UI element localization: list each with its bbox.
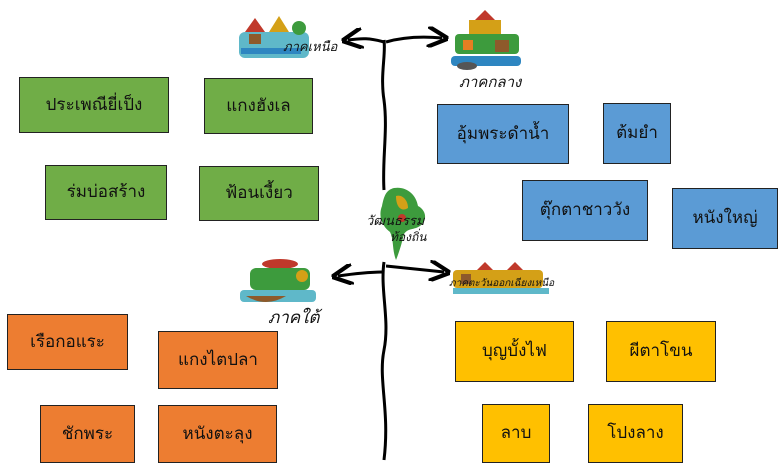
card-central-1: อุ้มพระดำน้ำ: [437, 104, 569, 164]
northeast-illustration: ภาคตะวันออกเฉียงเหนือ: [447, 262, 567, 302]
trunk-top: [381, 39, 387, 191]
card-south-3: ชักพระ: [40, 405, 135, 463]
card-northeast-2: ผีตาโขน: [606, 321, 716, 382]
trunk-bottom: [380, 261, 388, 461]
card-northeast-1: บุญบั้งไฟ: [455, 321, 574, 382]
center-label-line1: วัฒนธรรม: [366, 214, 425, 229]
card-north-1: ประเพณียี่เป็ง: [19, 77, 169, 133]
center-map-illustration: วัฒนธรรม ท้องถิ่น: [362, 186, 454, 266]
card-north-3: ร่มบ่อสร้าง: [45, 165, 167, 220]
card-central-3: ตุ๊กตาชาววัง: [522, 180, 648, 241]
card-northeast-4: โปงลาง: [588, 404, 683, 463]
card-north-2: แกงฮังเล: [204, 78, 313, 134]
north-label: ภาคเหนือ: [283, 40, 338, 55]
central-label: ภาคกลาง: [459, 73, 522, 91]
north-illustration: ภาคเหนือ: [235, 14, 345, 64]
south-illustration: ภาคใต้: [236, 254, 326, 334]
center-label-line2: ท้องถิ่น: [390, 230, 427, 244]
arrow-northeast: [385, 266, 444, 272]
arrow-central: [385, 37, 442, 42]
central-illustration: ภาคกลาง: [445, 10, 535, 92]
card-central-2: ต้มยำ: [603, 103, 671, 164]
arrow-south: [338, 272, 385, 276]
south-label: ภาคใต้: [268, 308, 320, 328]
card-northeast-3: ลาบ: [482, 404, 550, 463]
card-south-2: แกงไตปลา: [158, 331, 278, 389]
arrow-north: [348, 39, 385, 42]
card-north-4: ฟ้อนเงี้ยว: [199, 166, 319, 221]
northeast-label: ภาคตะวันออกเฉียงเหนือ: [449, 278, 555, 289]
card-central-4: หนังใหญ่: [672, 188, 778, 249]
card-south-1: เรือกอแระ: [7, 314, 128, 370]
card-south-4: หนังตะลุง: [158, 405, 277, 463]
